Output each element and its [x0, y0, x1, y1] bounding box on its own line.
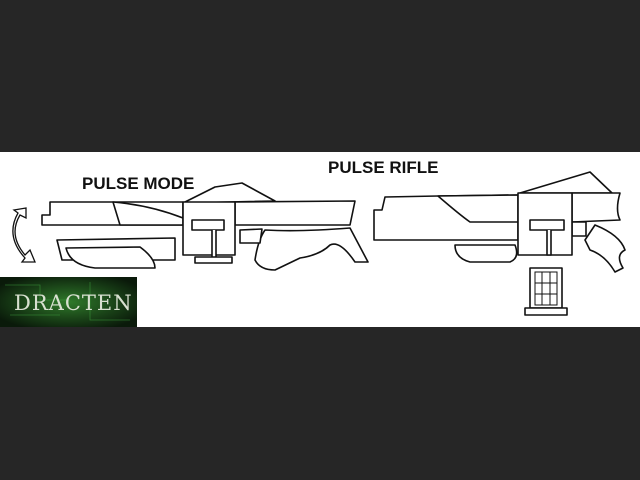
pulse-mode-gun: [12, 182, 369, 271]
magazine-cells: [534, 271, 558, 306]
pulse-rifle-label: PULSE RIFLE: [328, 158, 439, 177]
pulse-rifle-gun: [373, 171, 626, 316]
rotate-arrow-icon: [12, 207, 36, 263]
pulse-mode-label: PULSE MODE: [82, 174, 194, 193]
logo-text: DRACTEN: [14, 291, 133, 315]
dracten-logo: DRACTEN: [0, 277, 137, 327]
